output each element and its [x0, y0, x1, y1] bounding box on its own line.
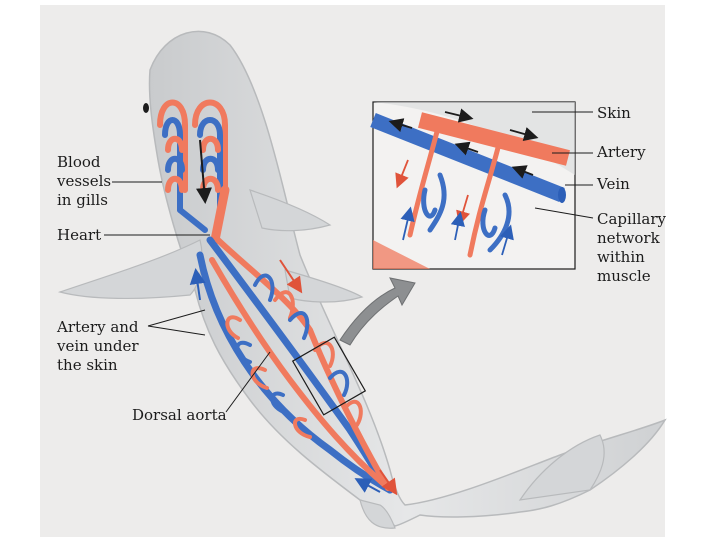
- label-artery: Artery: [597, 143, 646, 161]
- zoom-arrow-icon: [339, 277, 416, 346]
- flow-arrow-icon: [189, 139, 398, 496]
- label-capillary-network: Capillary network within muscle: [597, 210, 667, 285]
- label-heart: Heart: [57, 226, 102, 244]
- label-gill-vessels: Blood vessels in gills: [57, 153, 112, 209]
- label-artery-vein: Artery and vein under the skin: [57, 318, 139, 374]
- body-vessels: [196, 236, 394, 494]
- label-vein: Vein: [597, 175, 630, 193]
- zoom-region-box: [291, 336, 367, 416]
- label-skin: Skin: [597, 104, 631, 122]
- leader-lines: [104, 111, 594, 413]
- inset-muscle-view: [370, 101, 576, 270]
- label-dorsal-aorta: Dorsal aorta: [132, 406, 227, 424]
